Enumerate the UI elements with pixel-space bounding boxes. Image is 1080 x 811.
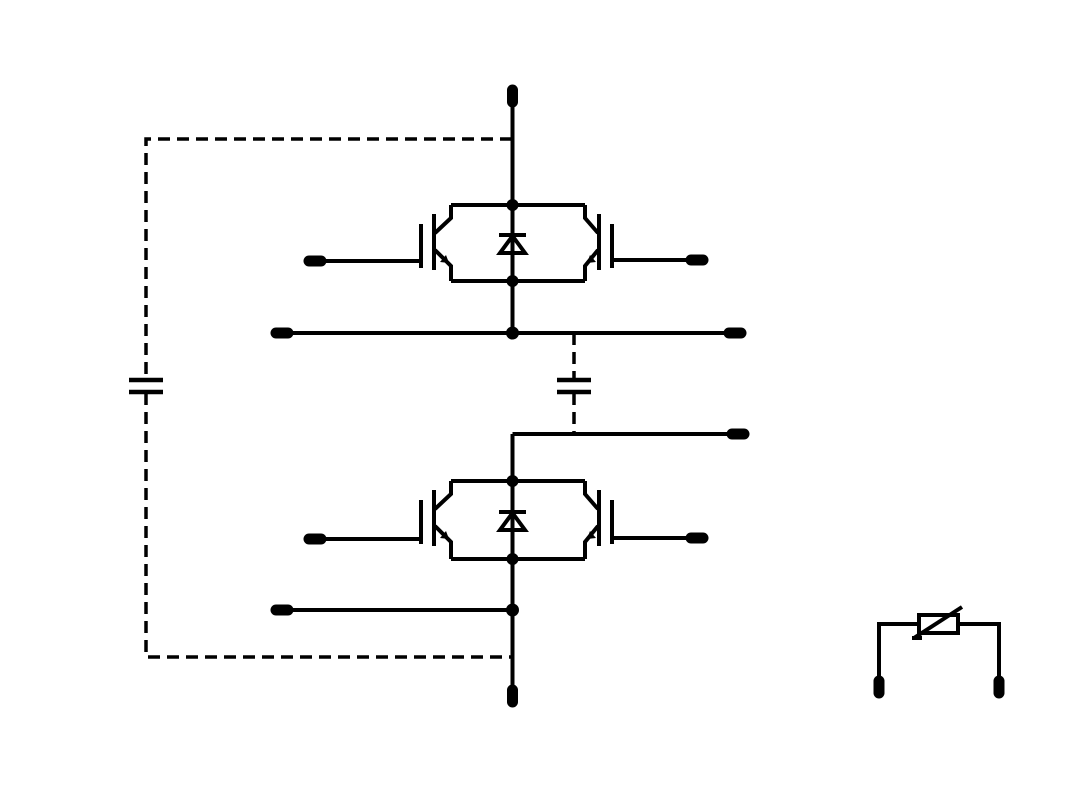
lower-switch-module — [315, 475, 697, 565]
upper-right-igbt-symbol — [583, 205, 614, 281]
upper-switch-module — [315, 199, 697, 287]
dc-link-capacitor — [129, 137, 512, 659]
thermistor-symbol — [877, 605, 1001, 686]
lower-right-igbt-symbol — [583, 481, 614, 559]
emitter-sense-node — [506, 603, 519, 617]
snubber-capacitor — [557, 333, 591, 434]
lower-left-igbt-symbol — [419, 481, 453, 559]
phase-node — [506, 326, 519, 340]
upper-left-igbt-symbol — [419, 205, 453, 281]
terminals — [270, 84, 1005, 708]
